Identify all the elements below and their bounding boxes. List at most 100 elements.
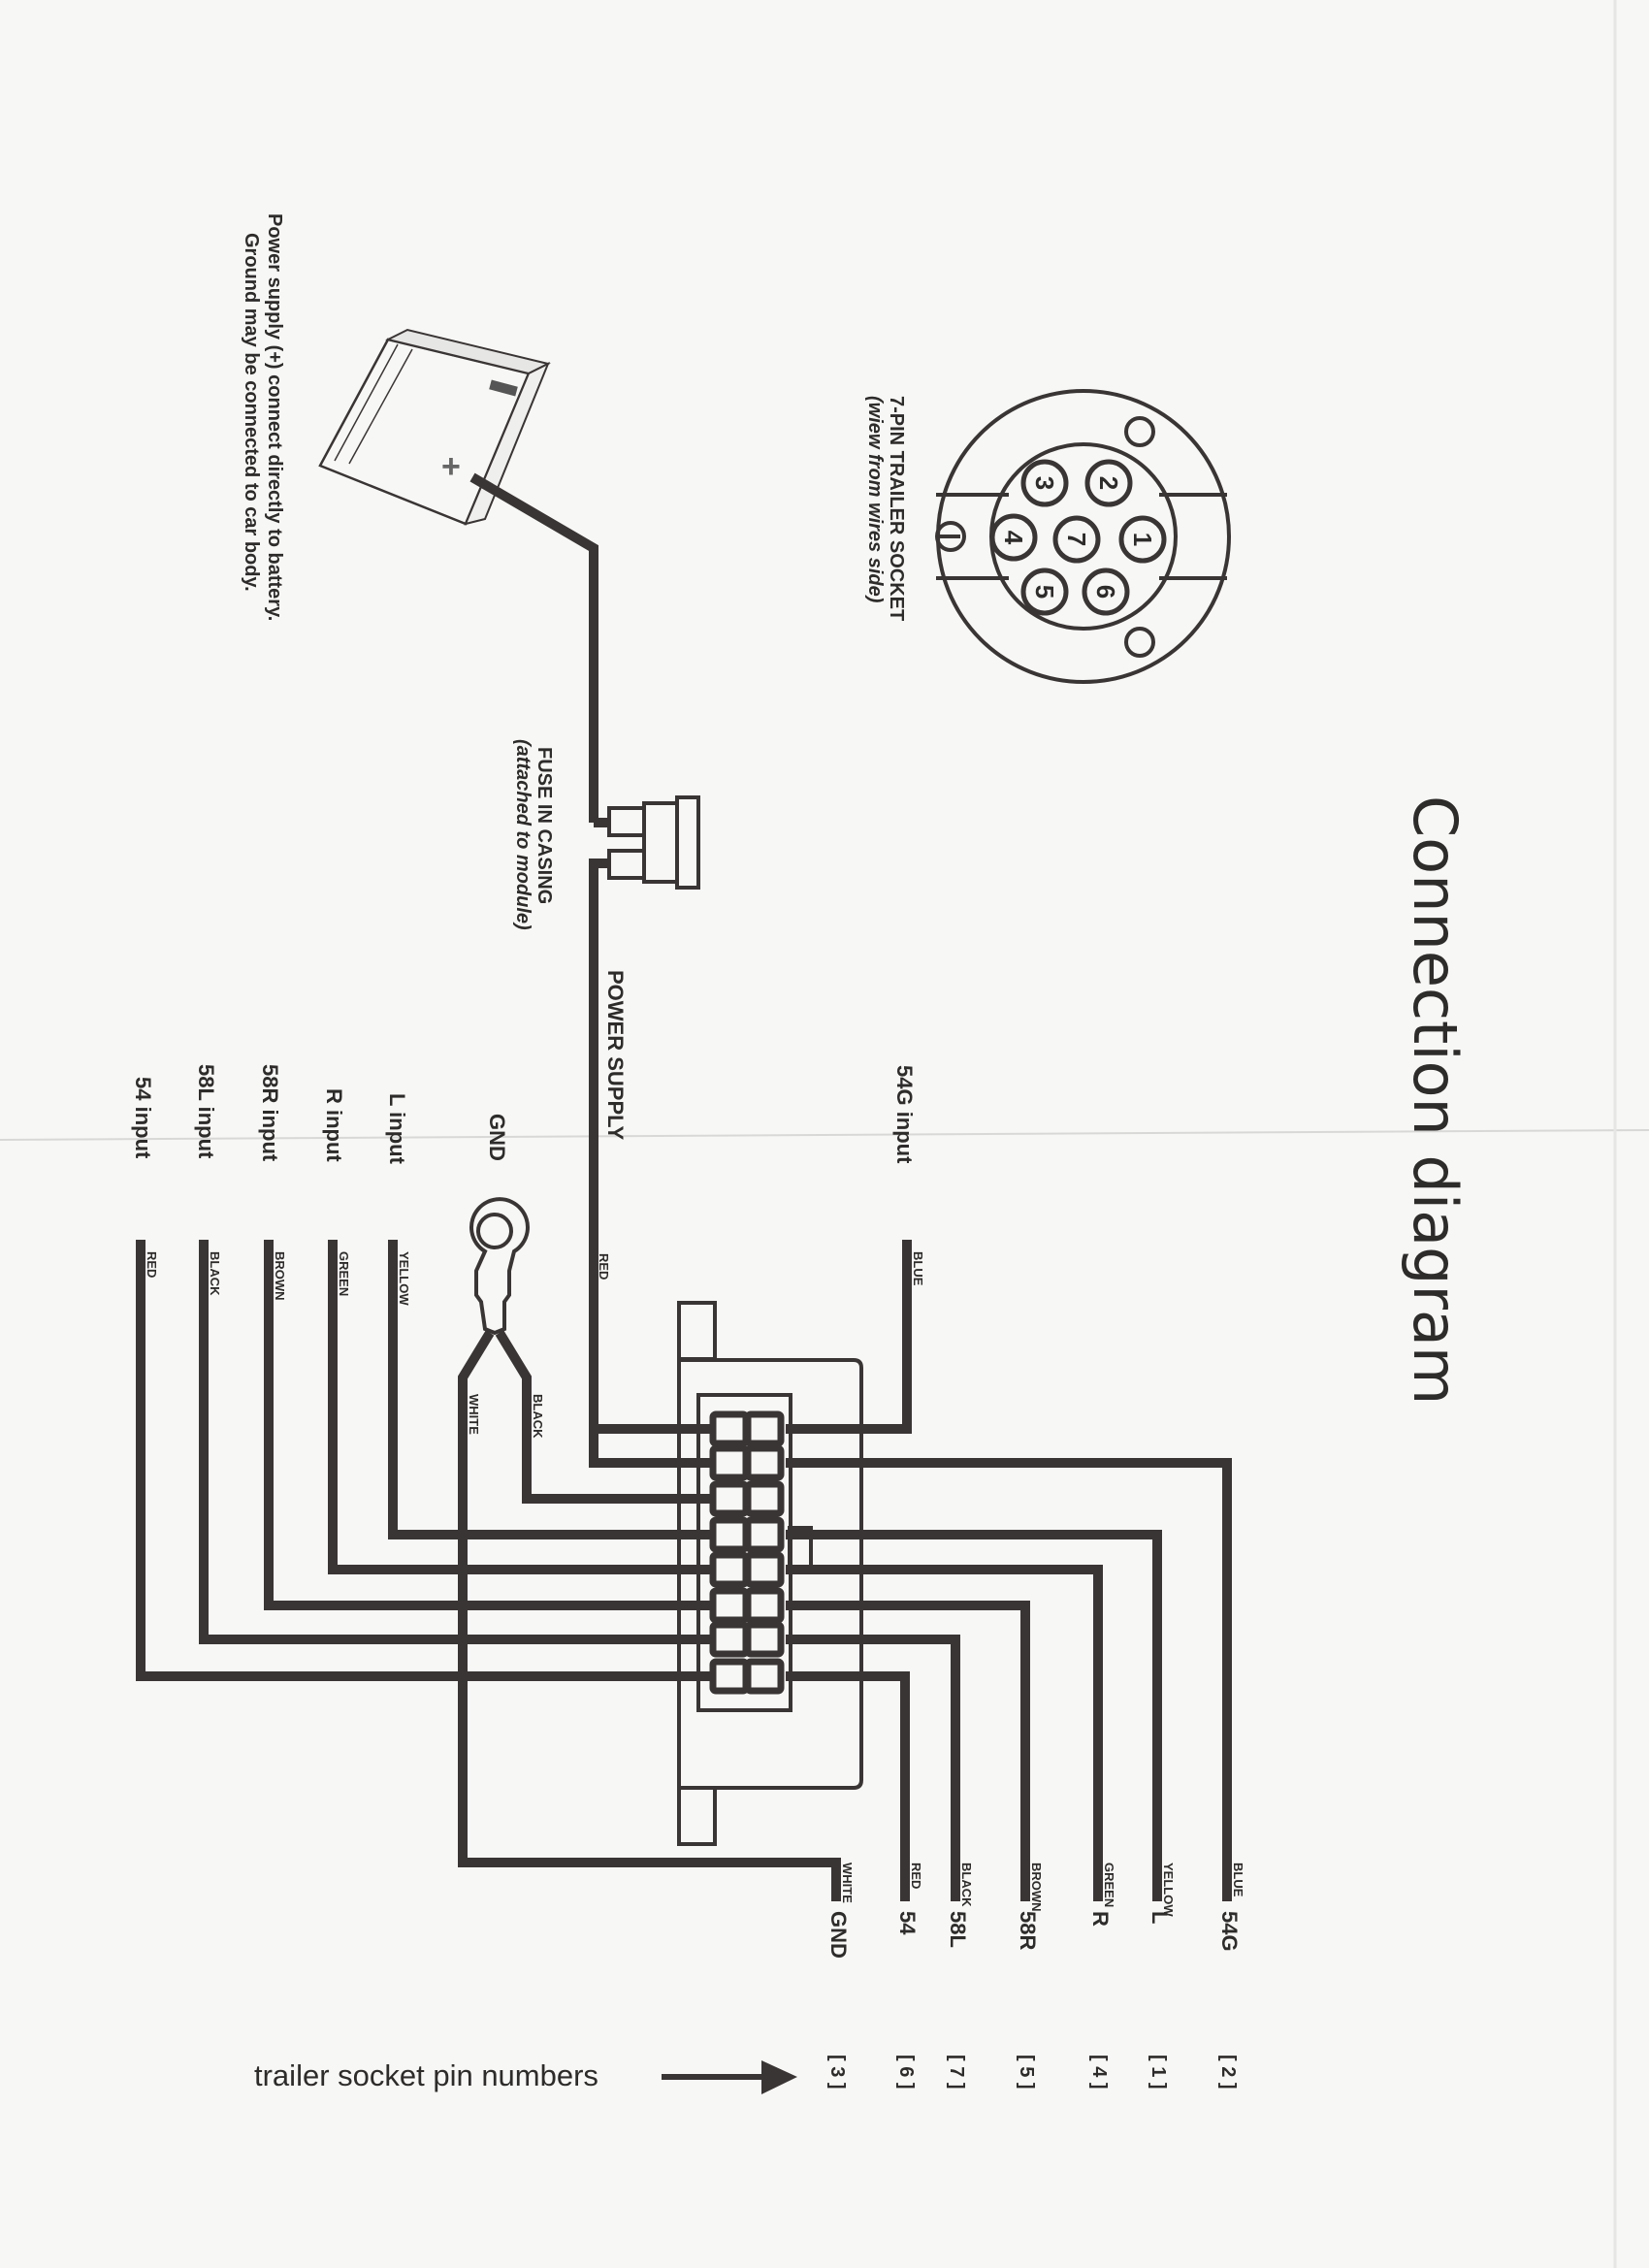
output-wire-color-gnd: WHITE [840, 1863, 855, 1903]
output-wire-58l [786, 1635, 960, 1901]
connector-cell [744, 1410, 785, 1447]
battery-cable [469, 472, 598, 823]
output-name-gnd: GND [826, 1911, 851, 1959]
svg-text:6: 6 [1091, 585, 1120, 599]
output-pin-r: [ 4 ] [1088, 2055, 1110, 2090]
battery-note-line1: Power supply (+) connect directly to bat… [264, 213, 285, 621]
input-wire-color-r: GREEN [337, 1251, 351, 1296]
connector-cell [709, 1444, 750, 1481]
input-label-58r: 58R input [258, 1064, 282, 1162]
connector-cell [709, 1480, 750, 1517]
input-wire-l [388, 1240, 713, 1539]
output-name-l: L [1148, 1911, 1172, 1924]
input-label-58l: 58L input [194, 1064, 218, 1159]
input-wire-54 [136, 1240, 713, 1681]
page-title: Connection diagram [1400, 795, 1471, 1405]
input-wire-color-l: YELLOW [397, 1251, 411, 1306]
input-label-54: 54 input [131, 1077, 155, 1159]
fuse-label: FUSE IN CASING [534, 747, 555, 904]
input-wire-color-58r: BROWN [273, 1251, 287, 1301]
input-wire-color-54g: BLUE [911, 1251, 925, 1286]
socket-subtitle: (wiew from wires side) [864, 396, 886, 603]
connector-cell [744, 1658, 785, 1695]
power-wire [589, 859, 713, 1468]
output-pin-58r: [ 5 ] [1016, 2055, 1037, 2090]
battery-note-line2: Ground may be connected to car body. [241, 233, 262, 592]
fuse-icon [607, 795, 700, 890]
output-name-54: 54 [895, 1911, 920, 1935]
socket-pin-3: 3 [1020, 459, 1069, 507]
output-wire-color-l: YELLOW [1161, 1863, 1176, 1917]
socket-pin-4: 4 [989, 513, 1038, 562]
power-wire-color: RED [597, 1253, 611, 1280]
svg-text:2: 2 [1094, 476, 1123, 490]
input-label-l: L input [385, 1093, 409, 1165]
output-wire-l [786, 1530, 1162, 1901]
input-wire-58l [199, 1240, 713, 1644]
connector-cell [709, 1587, 750, 1624]
output-pin-54g: [ 2 ] [1217, 2055, 1239, 2090]
arrow-right-icon [662, 2060, 797, 2094]
output-wire-color-54: RED [909, 1863, 923, 1889]
battery-plus-terminal: + [441, 448, 461, 485]
output-wire-color-58r: BROWN [1029, 1863, 1044, 1912]
connector-cell [744, 1516, 785, 1553]
fuse-sublabel: (attached to module) [512, 739, 534, 930]
input-label-r: R input [322, 1088, 346, 1162]
output-pin-gnd: [ 3 ] [826, 2055, 848, 2090]
input-wire-color-58l: BLACK [208, 1251, 222, 1296]
output-wire-54 [786, 1671, 910, 1901]
svg-text:7: 7 [1062, 533, 1091, 546]
ground-wire-white [458, 1330, 841, 1901]
output-wire-color-58l: BLACK [959, 1863, 974, 1907]
connector-cell [709, 1516, 750, 1553]
input-wire-54g [786, 1240, 912, 1434]
ground-wire-black [495, 1330, 713, 1504]
connector-cell [744, 1480, 785, 1517]
connector-pin-grid [709, 1410, 785, 1695]
connector-cell [709, 1658, 750, 1695]
paper-fold-line [0, 1129, 1649, 1141]
output-pin-54: [ 6 ] [895, 2055, 917, 2090]
connector-cell [744, 1551, 785, 1588]
input-wire-58r [264, 1240, 713, 1610]
output-pin-l: [ 1 ] [1148, 2055, 1169, 2090]
trailer-socket-icon: 1 2 3 4 5 6 7 [935, 389, 1231, 684]
output-wire-color-r: GREEN [1102, 1863, 1116, 1907]
socket-pin-5: 5 [1020, 567, 1069, 616]
connector-cell [744, 1587, 785, 1624]
ground-wire-black-label: BLACK [531, 1394, 545, 1439]
power-supply-label: POWER SUPPLY [603, 970, 628, 1141]
output-pin-58l: [ 7 ] [946, 2055, 967, 2090]
socket-pin-2: 2 [1084, 459, 1133, 507]
battery-icon: + [318, 328, 551, 526]
input-label-54g: 54G input [892, 1065, 917, 1164]
svg-text:5: 5 [1030, 585, 1059, 599]
output-name-58r: 58R [1016, 1911, 1040, 1950]
connector-cell [709, 1410, 750, 1447]
connector-cell [744, 1444, 785, 1481]
socket-title: 7-PIN TRAILER SOCKET [886, 396, 907, 621]
output-name-58l: 58L [946, 1911, 970, 1948]
output-wire-color-54g: BLUE [1231, 1863, 1245, 1897]
output-name-54g: 54G [1217, 1911, 1242, 1952]
svg-text:1: 1 [1128, 533, 1157, 546]
output-wire-r [786, 1565, 1103, 1901]
ground-label: GND [485, 1114, 509, 1161]
ground-ring-terminal-icon [469, 1197, 530, 1336]
output-wire-58r [786, 1601, 1030, 1901]
svg-text:4: 4 [999, 531, 1028, 545]
connector-cell [709, 1621, 750, 1658]
input-wire-color-54: RED [145, 1251, 159, 1278]
connector-cell [744, 1621, 785, 1658]
pin-numbers-caption: trailer socket pin numbers [254, 2058, 598, 2092]
socket-pin-6: 6 [1082, 567, 1130, 616]
connector-cell [709, 1551, 750, 1588]
output-name-r: R [1088, 1911, 1113, 1927]
socket-pin-1: 1 [1118, 515, 1167, 564]
ground-wire-white-label: WHITE [467, 1394, 481, 1435]
output-wire-54g [786, 1458, 1232, 1901]
svg-text:3: 3 [1030, 476, 1059, 490]
socket-pin-7: 7 [1052, 515, 1101, 564]
